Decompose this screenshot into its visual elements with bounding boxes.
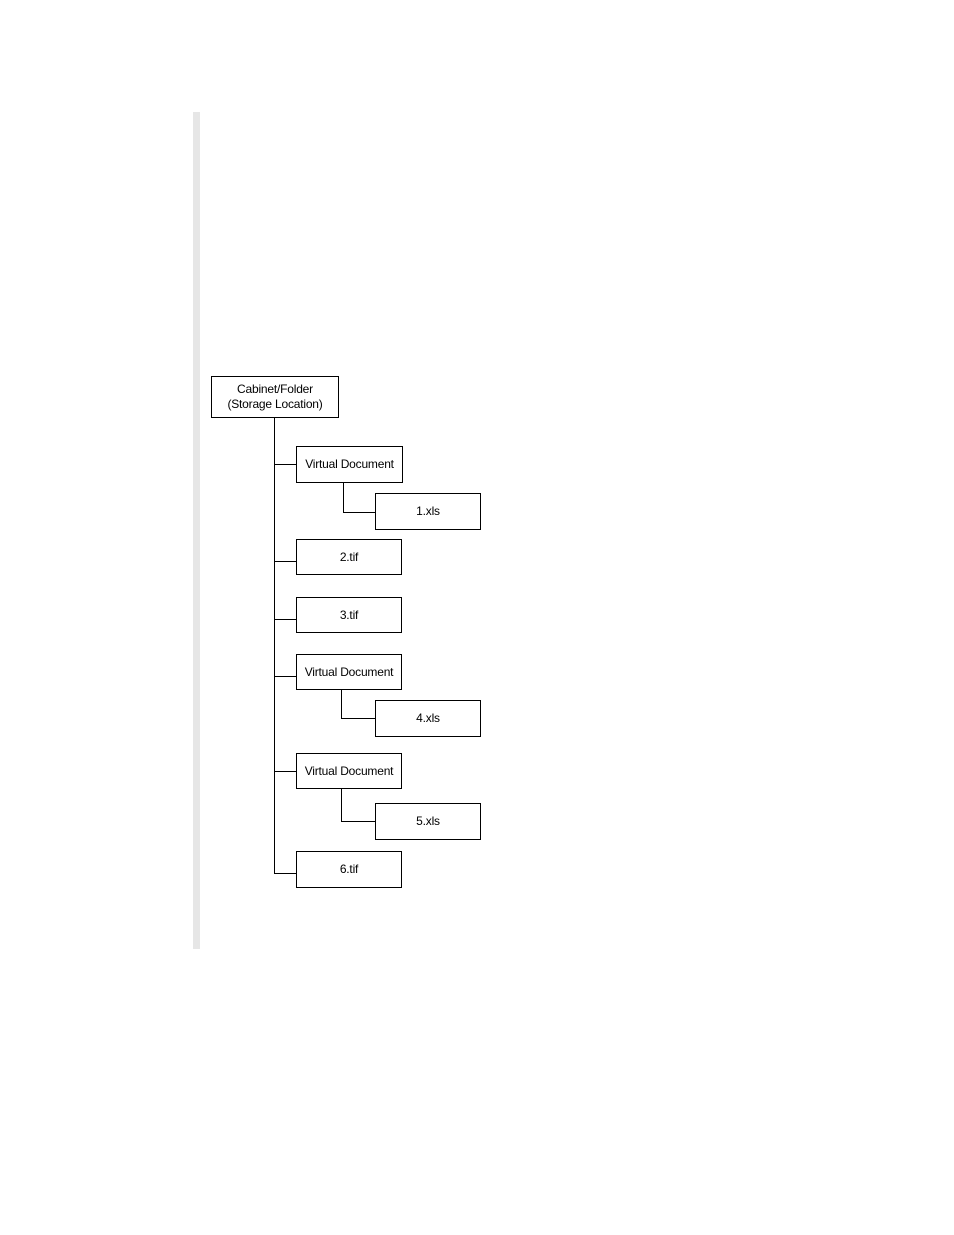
file-node: 3.tif: [296, 597, 402, 633]
branch-line: [274, 771, 297, 772]
cabinet-folder-node: Cabinet/Folder (Storage Location): [211, 376, 339, 418]
sub-trunk-line: [341, 789, 342, 822]
branch-line: [274, 676, 297, 677]
branch-line: [274, 873, 297, 874]
sub-branch-line: [343, 512, 375, 513]
sub-branch-line: [341, 821, 375, 822]
branch-line: [274, 464, 297, 465]
sub-trunk-line: [341, 690, 342, 719]
branch-line: [274, 561, 297, 562]
file-node: 6.tif: [296, 851, 402, 888]
trunk-line: [274, 418, 275, 874]
virtual-document-node: Virtual Document: [296, 753, 402, 789]
sub-trunk-line: [343, 483, 344, 513]
file-node: 2.tif: [296, 539, 402, 575]
file-node: 4.xls: [375, 700, 481, 737]
file-node: 1.xls: [375, 493, 481, 530]
file-node: 5.xls: [375, 803, 481, 840]
branch-line: [274, 619, 297, 620]
margin-change-bar: [193, 112, 200, 949]
sub-branch-line: [341, 718, 375, 719]
virtual-document-node: Virtual Document: [296, 654, 402, 690]
virtual-document-node: Virtual Document: [296, 446, 403, 483]
